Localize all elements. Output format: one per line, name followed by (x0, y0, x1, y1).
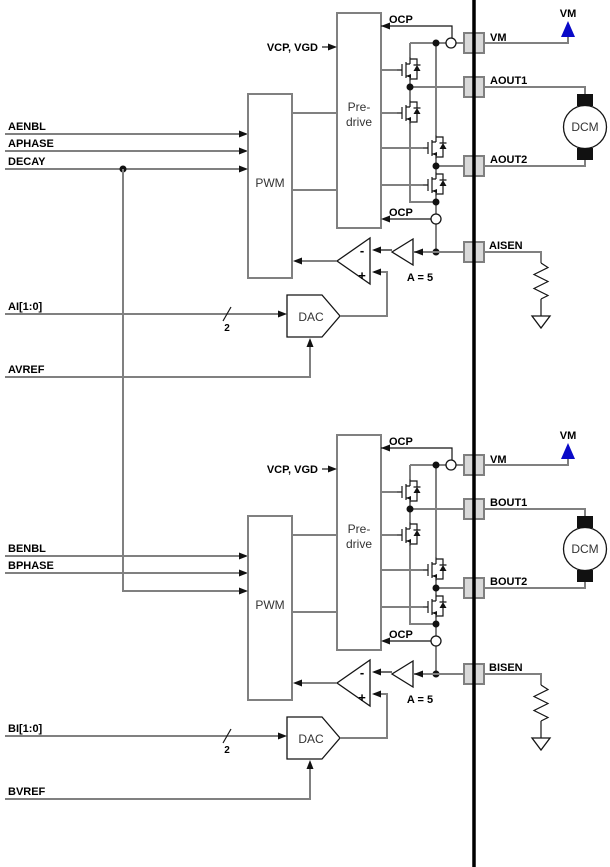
comparator-plus: + (358, 268, 366, 283)
pin-label-phase: APHASE (8, 138, 54, 150)
predrive-label-2: drive (346, 537, 372, 551)
motor-label: DCM (571, 120, 598, 134)
pad-label-vm: VM (490, 32, 507, 44)
predrive-label-1: Pre- (348, 522, 371, 536)
pin-label-enbl: BENBL (8, 543, 46, 555)
pin-label-phase: BPHASE (8, 560, 54, 572)
pad-label-out2: BOUT2 (490, 576, 527, 588)
supply-vm-label: VM (560, 430, 577, 442)
gain-label: A = 5 (407, 694, 433, 706)
pwm-label: PWM (255, 598, 284, 612)
dac-label: DAC (298, 732, 324, 746)
pad-label-out2: AOUT2 (490, 154, 527, 166)
pin-label-vref: BVREF (8, 786, 46, 798)
pin-label-enbl: AENBL (8, 121, 46, 133)
pad-label-out1: AOUT1 (490, 75, 527, 87)
comparator-plus: + (358, 690, 366, 705)
pad-label-isen: BISEN (489, 662, 523, 674)
bus-width-label: 2 (224, 745, 230, 756)
channel-a-diagram: AENBL APHASE DECAY AI[1:0] 2 AVREF PWM P… (5, 8, 607, 377)
vcp-vgd-label: VCP, VGD (267, 42, 318, 54)
ocp-top-label: OCP (389, 436, 413, 448)
ocp-bottom-label: OCP (389, 629, 413, 641)
predrive-label-2: drive (346, 115, 372, 129)
pin-label-current-bus: AI[1:0] (8, 301, 43, 313)
bus-width-label: 2 (224, 323, 230, 334)
pad-label-out1: BOUT1 (490, 497, 527, 509)
comparator-minus: - (360, 243, 364, 258)
pad-label-vm: VM (490, 454, 507, 466)
ocp-top-label: OCP (389, 14, 413, 26)
gain-label: A = 5 (407, 272, 433, 284)
pin-label-vref: AVREF (8, 364, 45, 376)
pin-label-current-bus: BI[1:0] (8, 723, 43, 735)
decay-shared-wire (122, 169, 239, 592)
pad-label-isen: AISEN (489, 240, 523, 252)
pin-label-decay: DECAY (8, 156, 46, 168)
motor-label: DCM (571, 542, 598, 556)
vcp-vgd-label: VCP, VGD (267, 464, 318, 476)
pwm-label: PWM (255, 176, 284, 190)
dac-label: DAC (298, 310, 324, 324)
ocp-bottom-label: OCP (389, 207, 413, 219)
supply-vm-label: VM (560, 8, 577, 20)
channel-b-diagram: BENBL BPHASE BI[1:0] 2 BVREF PWM Pre- dr… (5, 430, 607, 799)
comparator-minus: - (360, 665, 364, 680)
predrive-label-1: Pre- (348, 100, 371, 114)
